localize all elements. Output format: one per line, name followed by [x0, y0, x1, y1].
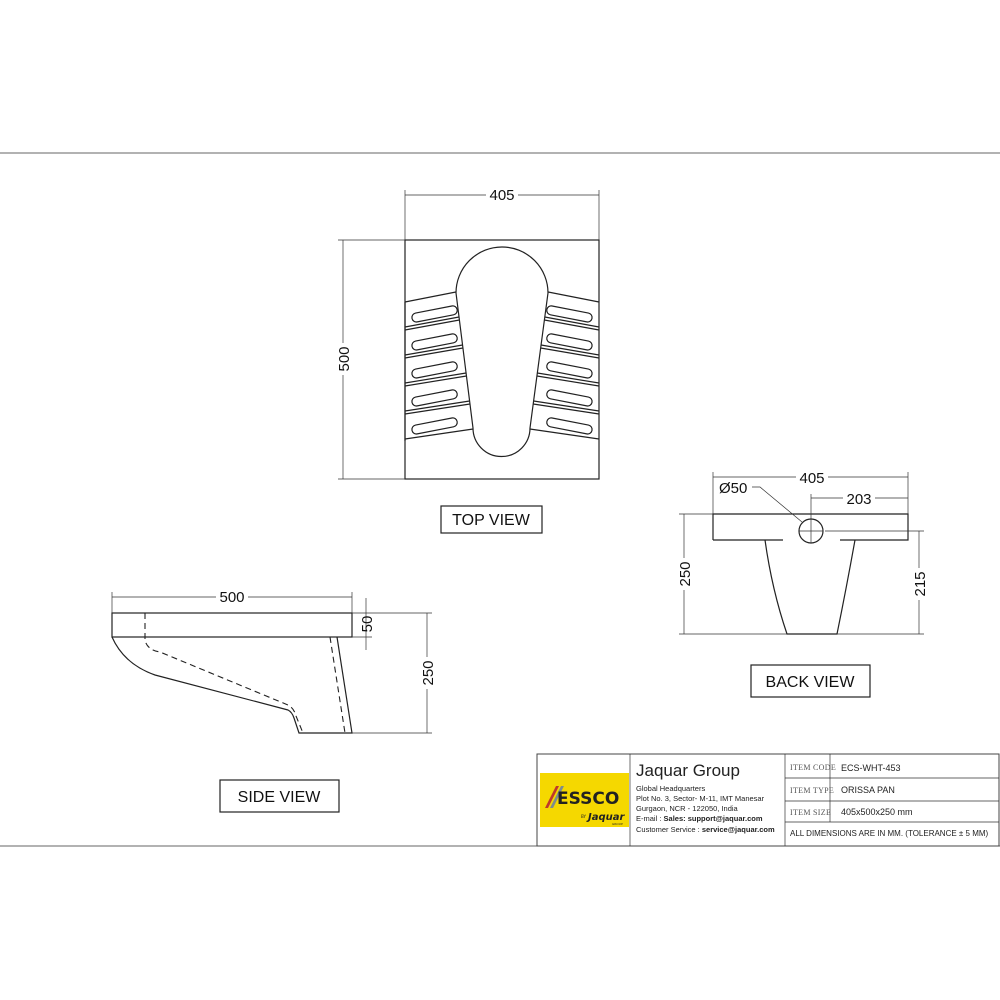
- address-line-2: Plot No. 3, Sector- M-11, IMT Manesar: [636, 794, 765, 803]
- address-line-3: Gurgaon, NCR - 122050, India: [636, 804, 739, 813]
- footrest-rib-line: [533, 403, 600, 415]
- outlet-offset-dimension: 203: [846, 491, 871, 508]
- side-hidden-back: [329, 636, 346, 734]
- footrest-rib-line: [404, 372, 467, 384]
- footrest-groove: [411, 417, 458, 435]
- top-view-label: TOP VIEW: [452, 512, 531, 529]
- top-view-label-box: [440, 505, 543, 534]
- footrest-rib-line: [536, 375, 600, 387]
- footrest-groove: [411, 333, 458, 351]
- footrest-rib-line: [548, 291, 600, 303]
- footrest-left: [404, 291, 474, 441]
- item-type-label: ITEM TYPE: [790, 786, 834, 795]
- side-view-label: SIDE VIEW: [238, 789, 322, 806]
- footrest-rib-line: [404, 291, 456, 303]
- logo-by: BY: [581, 814, 587, 819]
- footrest-groove: [411, 305, 458, 323]
- logo-sub-brand: Jaquar: [586, 812, 625, 823]
- item-size-value: 405x500x250 mm: [841, 807, 913, 817]
- essco-logo: ESSCO BY Jaquar GROUP: [540, 773, 629, 827]
- item-code-label: ITEM CODE: [790, 763, 836, 772]
- top-length-dimension: 500: [336, 346, 353, 371]
- back-height-dimension: 250: [677, 561, 694, 586]
- service-label: Customer Service :: [636, 825, 702, 834]
- service-value: service@jaquar.com: [702, 825, 775, 834]
- footrest-rib-line: [404, 319, 460, 331]
- footrest-rib-line: [540, 347, 600, 359]
- outlet-diameter-dimension: Ø50: [719, 480, 747, 497]
- logo-sub-brand-tag: GROUP: [612, 822, 623, 826]
- back-view-label: BACK VIEW: [766, 674, 856, 691]
- side-view: 500 50 250 SIDE VIEW: [111, 588, 437, 813]
- dimensions-note: ALL DIMENSIONS ARE IN MM. (TOLERANCE ± 5…: [790, 829, 989, 838]
- outlet-height-dimension: 215: [912, 571, 929, 596]
- footrest-rib-line: [404, 347, 464, 359]
- item-code-value: ECS-WHT-453: [841, 763, 901, 773]
- back-rim: [712, 513, 909, 541]
- item-size-label: ITEM SIZE: [790, 808, 831, 817]
- side-rim-dimension: 50: [359, 616, 376, 633]
- title-block: ESSCO BY Jaquar GROUP Jaquar Group Globa…: [536, 753, 1000, 847]
- service-line: Customer Service : service@jaquar.com: [636, 825, 775, 834]
- footrest-groove: [546, 417, 593, 435]
- top-view: 405 500 TOP VIEW: [335, 186, 600, 534]
- footrest-rib-line: [404, 400, 470, 412]
- footrest-rib-line: [404, 316, 460, 328]
- footrest-groove: [411, 361, 458, 379]
- top-width-dimension: 405: [489, 187, 514, 204]
- email-label: E-mail :: [636, 814, 664, 823]
- email-value: Sales: support@jaquar.com: [664, 814, 763, 823]
- side-hidden-trap: [144, 613, 304, 734]
- side-length-dimension: 500: [219, 589, 244, 606]
- company-name: Jaquar Group: [636, 761, 740, 780]
- footrest-groove: [546, 333, 593, 351]
- footrest-groove: [546, 389, 593, 407]
- footrest-groove: [411, 389, 458, 407]
- footrest-right: [529, 291, 600, 440]
- side-height-dimension: 250: [420, 660, 437, 685]
- footrest-rib-line: [533, 400, 600, 412]
- address-line-1: Global Headquarters: [636, 784, 705, 793]
- side-body-outline: [111, 636, 353, 734]
- footrest-rib-line: [404, 344, 463, 356]
- footrest-rib-line: [404, 428, 474, 440]
- footrest-rib-line: [404, 403, 471, 415]
- footrest-rib-line: [544, 316, 600, 328]
- item-type-value: ORISSA PAN: [841, 785, 895, 795]
- footrest-groove: [546, 305, 593, 323]
- footrest-rib-line: [540, 344, 600, 356]
- back-view: 405 203 Ø50 250 215 BACK VIEW: [676, 469, 929, 698]
- pan-opening: [455, 246, 549, 458]
- email-line: E-mail : Sales: support@jaquar.com: [636, 814, 763, 823]
- top-view-outline: [404, 239, 600, 480]
- logo-brand: ESSCO: [557, 789, 619, 809]
- back-width-dimension: 405: [799, 470, 824, 487]
- back-body-outline: [764, 539, 856, 635]
- outlet-leader-line: [752, 486, 803, 523]
- side-rim: [111, 612, 353, 638]
- footrest-rib-line: [404, 375, 467, 387]
- back-view-label-box: [750, 664, 871, 698]
- side-view-label-box: [219, 779, 340, 813]
- footrest-rib-line: [544, 319, 600, 331]
- footrest-rib-line: [529, 428, 600, 440]
- footrest-rib-line: [537, 372, 600, 384]
- footrest-groove: [546, 361, 593, 379]
